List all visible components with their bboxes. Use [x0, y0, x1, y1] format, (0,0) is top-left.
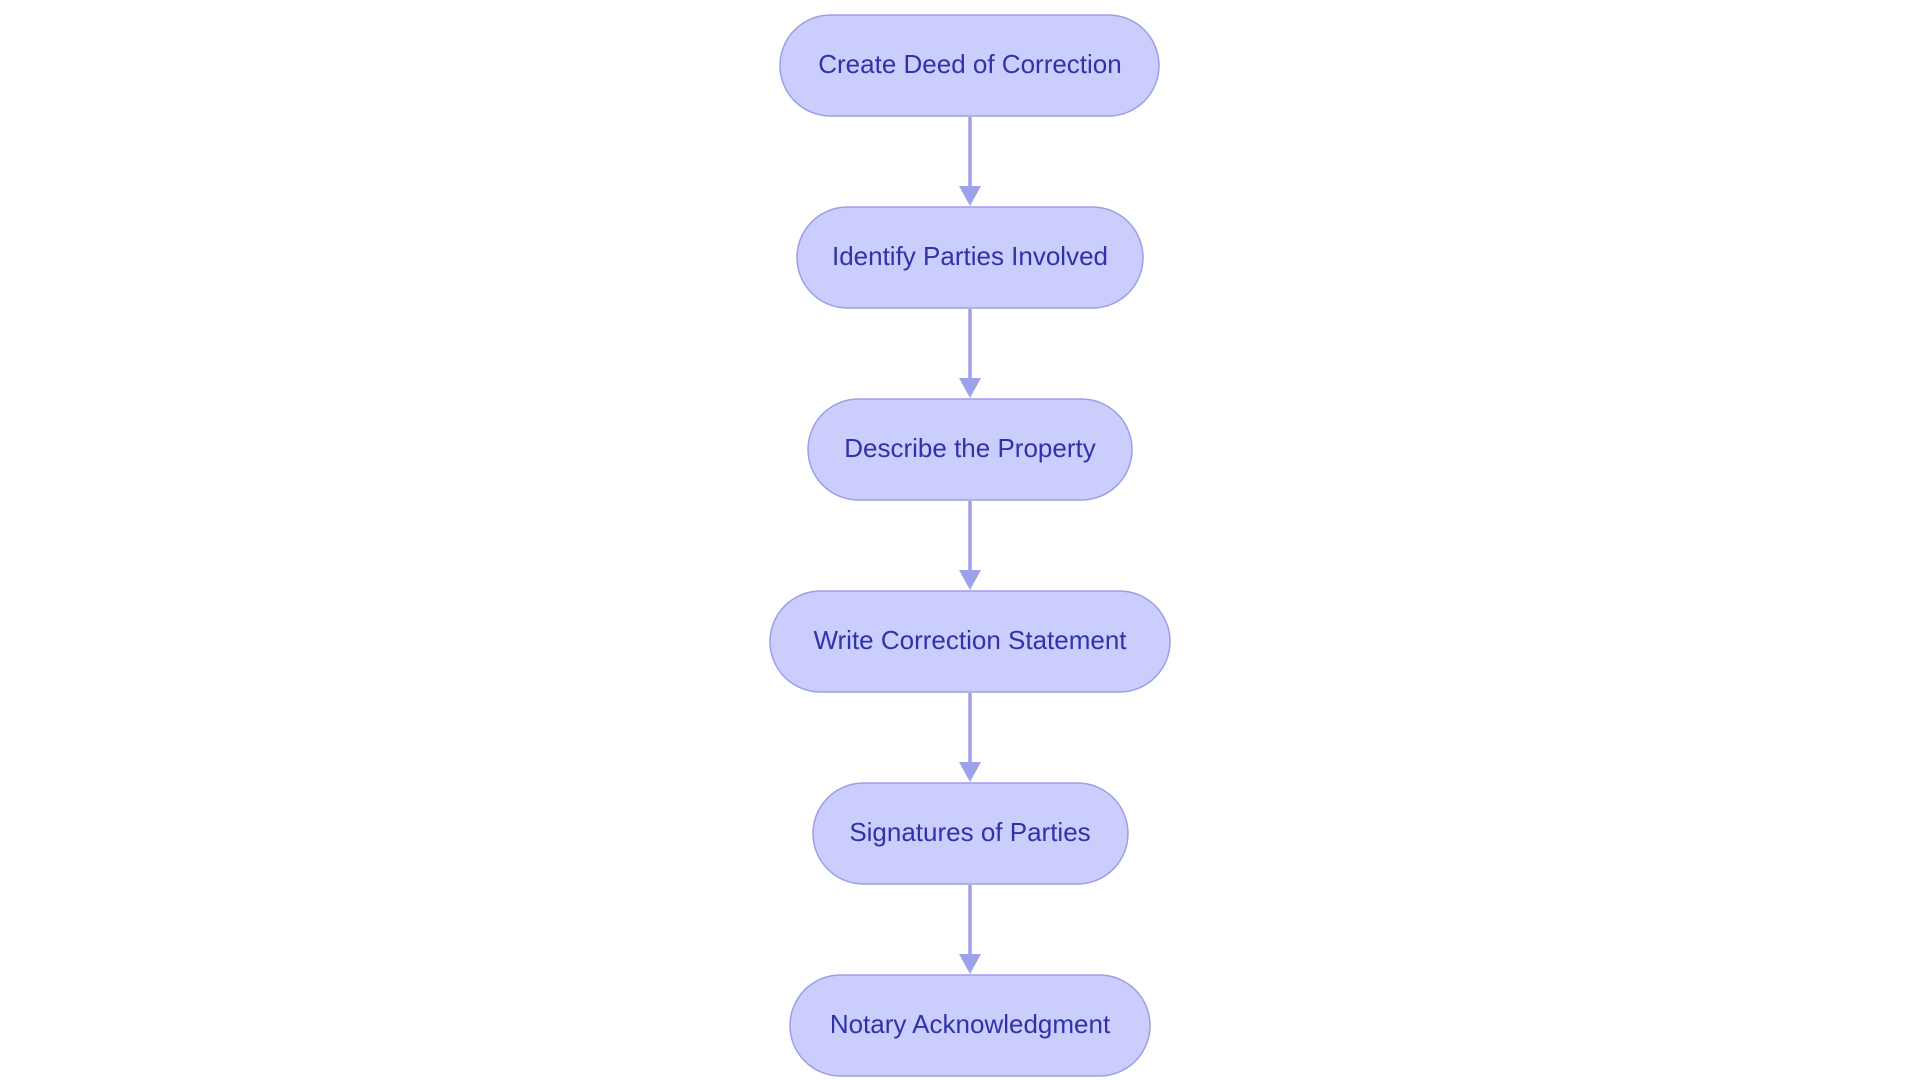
flow-node: Create Deed of Correction — [779, 14, 1160, 117]
edge — [959, 117, 981, 206]
node-shape — [807, 398, 1133, 501]
node-label: Notary Acknowledgment — [830, 1009, 1111, 1039]
flow-node: Signatures of Parties — [812, 782, 1129, 885]
node-shape — [769, 590, 1171, 693]
node-shape — [812, 782, 1129, 885]
node-label: Identify Parties Involved — [832, 241, 1108, 271]
node-shape — [796, 206, 1144, 309]
node-label: Signatures of Parties — [849, 817, 1090, 847]
flow-node: Notary Acknowledgment — [789, 974, 1151, 1077]
node-shape — [779, 14, 1160, 117]
flow-node: Write Correction Statement — [769, 590, 1171, 693]
node-label: Create Deed of Correction — [818, 49, 1121, 79]
node-shape — [789, 974, 1151, 1077]
edge — [959, 885, 981, 974]
edge — [959, 309, 981, 398]
node-label: Describe the Property — [844, 433, 1095, 463]
flow-node: Identify Parties Involved — [796, 206, 1144, 309]
flow-node: Describe the Property — [807, 398, 1133, 501]
edge — [959, 501, 981, 590]
edge — [959, 693, 981, 782]
node-label: Write Correction Statement — [813, 625, 1127, 655]
